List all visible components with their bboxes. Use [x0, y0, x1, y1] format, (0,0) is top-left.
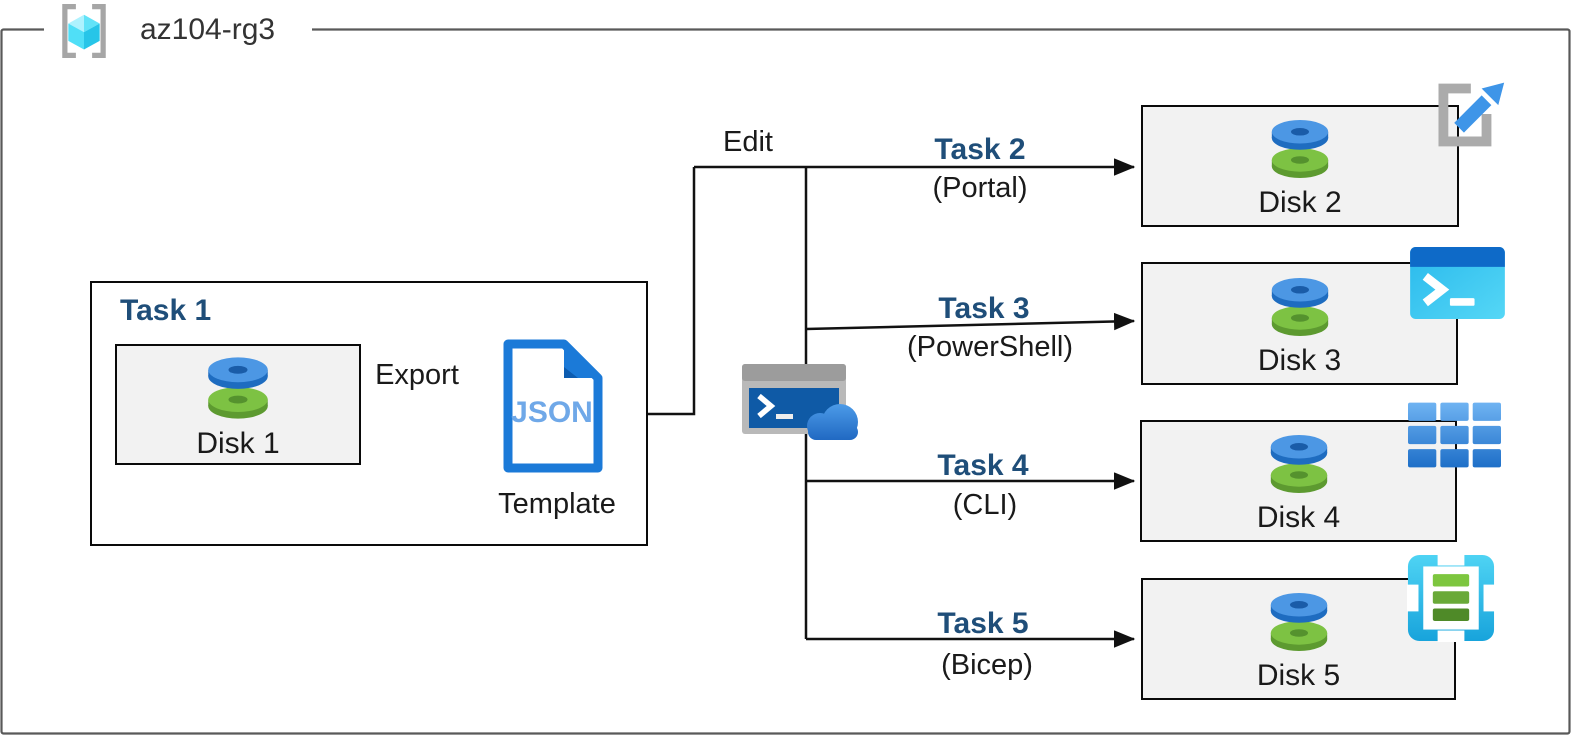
task2-title: Task 2: [934, 133, 1026, 166]
json-badge-text: JSON: [511, 396, 593, 429]
task1-title: Task 1: [120, 294, 212, 327]
task3-method: (PowerShell): [907, 331, 1073, 363]
disk4-box: Disk 4: [1140, 420, 1457, 542]
disk5-icon: [1257, 586, 1341, 658]
export-label: Export: [375, 359, 459, 391]
disk4-icon: [1257, 428, 1341, 500]
disk2-box: Disk 2: [1141, 105, 1459, 227]
disk3-label: Disk 3: [1257, 343, 1342, 377]
disk3-box: Disk 3: [1141, 262, 1458, 385]
template-label: Template: [498, 488, 616, 520]
disk1-box: Disk 1: [115, 344, 361, 465]
resource-group-icon: [62, 4, 106, 58]
edit-label: Edit: [723, 126, 773, 158]
cli-grid-icon: [1408, 402, 1501, 468]
disk5-box: Disk 5: [1141, 578, 1456, 700]
resource-group-name: az104-rg3: [140, 13, 276, 46]
task5-title: Task 5: [937, 607, 1029, 640]
task4-method: (CLI): [952, 489, 1018, 521]
open-in-new-icon: [1438, 82, 1505, 147]
task4-title: Task 4: [937, 449, 1029, 482]
task2-method: (Portal): [932, 172, 1028, 204]
disk4-label: Disk 4: [1256, 501, 1341, 535]
task5-method: (Bicep): [941, 649, 1033, 681]
disk2-icon: [1258, 113, 1342, 185]
bicep-template-icon: [1407, 554, 1495, 642]
disk1-icon: [196, 350, 280, 426]
json-template-icon: JSON: [503, 339, 603, 473]
cloud-shell-icon: [742, 364, 858, 440]
disk2-label: Disk 2: [1258, 186, 1342, 220]
task3-title: Task 3: [938, 292, 1030, 325]
disk1-label: Disk 1: [196, 426, 280, 460]
disk3-icon: [1258, 271, 1342, 343]
disk5-label: Disk 5: [1256, 659, 1341, 693]
powershell-icon: [1410, 247, 1505, 319]
